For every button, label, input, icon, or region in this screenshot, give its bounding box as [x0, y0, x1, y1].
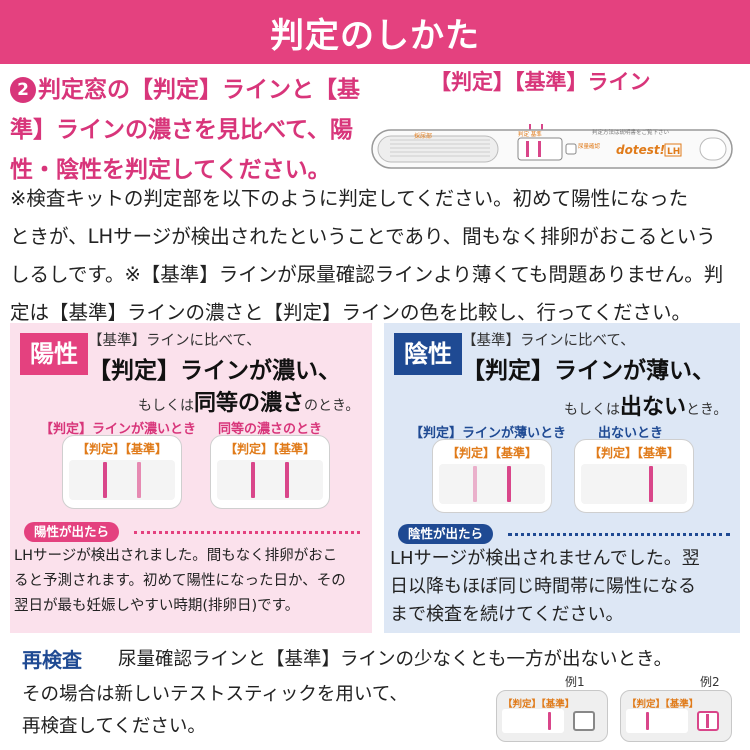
- stick-test-line: [526, 141, 529, 157]
- note-line-1: ※検査キットの判定部を以下のように判定してください。初めて陽性になった: [10, 187, 689, 210]
- window-labels: 【判定】【基準】: [588, 446, 679, 460]
- step-line-2: 準】ラインの濃さを見比べて、陽: [10, 117, 353, 143]
- negative-or-line: もしくは出ないとき。: [564, 389, 727, 421]
- negative-result-line-3: まで検査を続けてください。: [390, 604, 624, 625]
- note-line-4: 定は【基準】ラインの濃さと【判定】ラインの色を比較し、行ってください。: [10, 301, 691, 324]
- test-line: [548, 712, 551, 730]
- negative-case-1-label: 【判定】ラインが薄いとき: [410, 426, 567, 441]
- positive-result-line-3: 翌日が最も妊娠しやすい時期(排卵日)です。: [14, 598, 300, 614]
- example-strip: [502, 709, 564, 733]
- negative-or-suffix: とき。: [686, 402, 728, 418]
- negative-window-2: 【判定】【基準】: [574, 439, 694, 513]
- page-header: 判定のしかた: [0, 0, 750, 64]
- test-stick-icon: 採尿部 判定 基準 尿量確認 判定方法は説明書をご覧下さい dotest! LH: [371, 124, 733, 169]
- stick-small-top-text: 判定 基準: [518, 130, 542, 138]
- page-title: 判定のしかた: [270, 15, 480, 56]
- example-1-window: 【判定】【基準】: [496, 690, 608, 742]
- example-window-labels: 【判定】【基準】: [627, 699, 699, 710]
- window-labels: 【判定】【基準】: [224, 442, 315, 456]
- reference-line: [285, 462, 289, 498]
- device-callout-label: 【判定】【基準】ライン: [430, 70, 651, 94]
- positive-panel: 陽性 【基準】ラインに比べて、 【判定】ラインが濃い、 もしくは同等の濃さのとき…: [10, 323, 372, 633]
- window-strip: [69, 460, 175, 500]
- stick-brand-text: dotest!: [616, 143, 665, 157]
- reference-line: [649, 466, 653, 502]
- positive-result-line-1: LHサージが検出されました。間もなく排卵がおこ: [14, 548, 338, 564]
- negative-result-pill: 陰性が出たら: [398, 524, 494, 544]
- positive-result-text: LHサージが検出されました。間もなく排卵がおこ ると予測されます。初めて陽性にな…: [14, 544, 346, 619]
- retest-line-2: 再検査してください。: [22, 716, 206, 737]
- test-line: [251, 462, 255, 498]
- example-control-window: [697, 711, 719, 731]
- retest-description: 尿量確認ラインと【基準】ラインの少なくとも一方が出ないとき。: [118, 649, 673, 670]
- stick-brand-suffix: LH: [667, 147, 680, 157]
- example-strip: [626, 709, 688, 733]
- instruction-note: ※検査キットの判定部を以下のように判定してください。初めて陽性になった ときが、…: [10, 180, 745, 332]
- example-control-window: [573, 711, 595, 731]
- negative-strong: 【判定】ラインが薄い、: [462, 358, 715, 384]
- positive-window-1: 【判定】【基準】: [62, 435, 182, 509]
- positive-or-suffix: のとき。: [304, 398, 360, 414]
- positive-result-pill: 陽性が出たら: [24, 522, 120, 542]
- test-line: [646, 712, 649, 730]
- negative-panel: 陰性 【基準】ラインに比べて、 【判定】ラインが薄い、 もしくは出ないとき。 【…: [384, 323, 740, 633]
- retest-line-1: その場合は新しいテストスティックを用いて、: [22, 684, 408, 705]
- positive-dotted-rule: [134, 531, 360, 534]
- note-line-2: ときが、LHサージが検出されたということであり、間もなく排卵がおこるという: [10, 225, 716, 248]
- absorbent-ridges: [390, 139, 490, 157]
- negative-case-2-label: 出ないとき: [598, 426, 664, 441]
- positive-case-1-label: 【判定】ラインが濃いとき: [40, 422, 197, 437]
- positive-intro: 【基準】ラインに比べて、: [88, 333, 261, 349]
- reference-line: [137, 462, 141, 498]
- positive-case-2-label: 同等の濃さのとき: [218, 422, 323, 437]
- stick-reference-line: [538, 141, 541, 157]
- stick-small-ctrl-text: 尿量確認: [578, 142, 601, 150]
- negative-result-line-1: LHサージが検出されませんでした。翌: [390, 548, 700, 569]
- window-strip: [581, 464, 687, 504]
- window-labels: 【判定】【基準】: [76, 442, 167, 456]
- positive-or-bold: 同等の濃さ: [194, 391, 305, 416]
- window-labels: 【判定】【基準】: [446, 446, 537, 460]
- negative-result-text: LHサージが検出されませんでした。翌 日以降もほぼ同じ時間帯に陽性になる まで検…: [390, 545, 700, 629]
- negative-window-1: 【判定】【基準】: [432, 439, 552, 513]
- positive-badge: 陽性: [20, 333, 88, 375]
- negative-or-bold: 出ない: [620, 395, 687, 420]
- window-strip: [217, 460, 323, 500]
- negative-badge: 陰性: [394, 333, 462, 375]
- note-line-3: しるしです。※【基準】ラインが尿量確認ラインより薄くても問題ありません。判: [10, 263, 724, 286]
- example-1-label: 例1: [565, 675, 585, 689]
- stick-small-right-text: 判定方法は説明書をご覧下さい: [592, 128, 670, 136]
- stick-control-window: [565, 143, 577, 155]
- test-line: [473, 466, 477, 502]
- step-line-3: 性・陰性を判定してください。: [10, 157, 331, 183]
- stick-cap-end: [699, 137, 727, 161]
- negative-or-prefix: もしくは: [564, 402, 620, 418]
- retest-title: 再検査: [22, 648, 82, 672]
- step-line-1: 判定窓の【判定】ラインと【基: [38, 77, 360, 103]
- positive-or-line: もしくは同等の濃さのとき。: [138, 385, 359, 417]
- stick-small-left-text: 採尿部: [414, 132, 432, 140]
- stick-brand-box: [664, 143, 682, 157]
- test-line: [103, 462, 107, 498]
- negative-intro: 【基準】ラインに比べて、: [462, 333, 635, 349]
- example-2-window: 【判定】【基準】: [620, 690, 732, 742]
- positive-window-2: 【判定】【基準】: [210, 435, 330, 509]
- step-number-icon: 2: [10, 77, 36, 103]
- window-strip: [439, 464, 545, 504]
- positive-result-line-2: ると予測されます。初めて陽性になった日か、その: [14, 573, 346, 589]
- negative-dotted-rule: [508, 533, 730, 536]
- example-window-labels: 【判定】【基準】: [503, 699, 575, 710]
- positive-or-prefix: もしくは: [138, 398, 194, 414]
- positive-strong: 【判定】ラインが濃い、: [88, 358, 341, 384]
- control-line: [706, 714, 709, 728]
- reference-line: [507, 466, 511, 502]
- example-2-label: 例2: [700, 675, 720, 689]
- negative-result-line-2: 日以降もほぼ同じ時間帯に陽性になる: [390, 576, 696, 597]
